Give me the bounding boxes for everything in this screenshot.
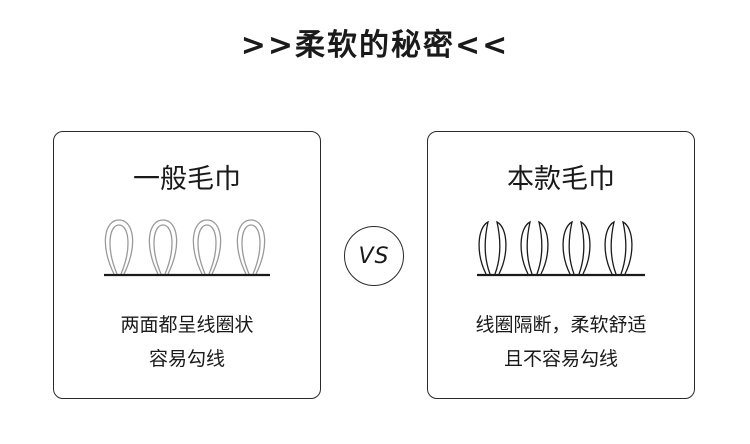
this-towel-desc-line1: 线圈隔断，柔软舒适: [475, 314, 647, 336]
ordinary-towel-desc-line2: 容易勾线: [148, 348, 225, 370]
this-towel-desc-line2: 且不容易勾线: [503, 348, 618, 370]
page-title: >>柔软的秘密<<: [240, 28, 510, 63]
this-towel-card: 本款毛巾 线圈隔断，柔软舒适 且不容易勾线: [427, 131, 695, 399]
ordinary-towel-title: 一般毛巾: [133, 164, 241, 195]
this-towel-title: 本款毛巾: [507, 164, 615, 195]
ordinary-towel-card: 一般毛巾 两面都呈线圈状 容易勾线: [53, 131, 321, 399]
vs-badge: VS: [344, 226, 404, 286]
loop-pile-icon: [102, 216, 272, 282]
ordinary-towel-desc-line1: 两面都呈线圈状: [120, 314, 254, 336]
this-towel-description: 线圈隔断，柔软舒适 且不容易勾线: [428, 308, 694, 376]
split-loop-icon: [475, 216, 647, 282]
ordinary-towel-description: 两面都呈线圈状 容易勾线: [54, 308, 320, 376]
